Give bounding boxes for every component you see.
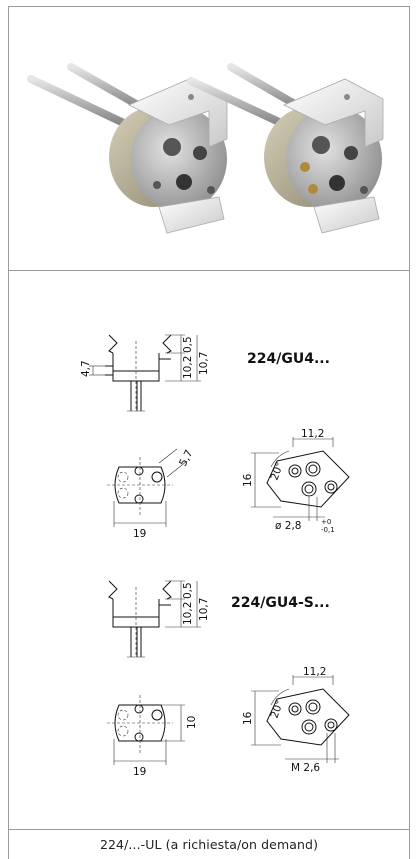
dim-16-bottom: 16 xyxy=(242,711,254,725)
lampholder-photo-right xyxy=(187,63,384,234)
dim-10-7-top: 10,7 xyxy=(198,352,210,375)
footer-note: 224/...-UL (a richiesta/on demand) xyxy=(8,829,410,859)
dim-20deg-top: 20° xyxy=(269,460,287,482)
base-view-drawing-bottom xyxy=(107,695,185,765)
footer-text: 224/...-UL (a richiesta/on demand) xyxy=(99,837,319,852)
dim-19-top: 19 xyxy=(133,528,146,540)
dim-10-2-top: 10,2 xyxy=(182,356,194,379)
dim-5-7-top: 5,7 xyxy=(177,448,195,468)
dim-4-7-top: 4,7 xyxy=(80,360,92,377)
product-photo-panel xyxy=(8,6,410,271)
dim-10-2-bottom: 10,2 xyxy=(182,602,194,625)
dim-0-5-bottom: 0,5 xyxy=(182,582,194,599)
technical-drawings: 0,5 10,2 10,7 4,7 224/GU4... 5, xyxy=(80,334,350,778)
model-label-bottom: 224/GU4-S... xyxy=(231,595,330,611)
dim-10-7-bottom: 10,7 xyxy=(198,598,210,621)
dim-0-5-top: 0,5 xyxy=(182,336,194,353)
dim-tol-minus-top: -0,1 xyxy=(321,526,335,534)
contact-view-drawing-bottom xyxy=(251,675,350,763)
dim-11-2-top: 11,2 xyxy=(301,428,324,440)
technical-drawings-panel: 0,5 10,2 10,7 4,7 224/GU4... 5, xyxy=(8,270,410,830)
dim-diameter-top: ø 2,8 xyxy=(275,520,301,532)
dim-20deg-bottom: 20° xyxy=(269,698,287,720)
dim-tol-plus-top: +0 xyxy=(321,518,331,526)
dim-16-top: 16 xyxy=(242,473,254,487)
side-view-drawing-bottom xyxy=(108,580,201,658)
dim-19-bottom: 19 xyxy=(133,766,146,778)
model-label-top: 224/GU4... xyxy=(247,351,330,367)
contact-view-drawing-top xyxy=(251,437,350,521)
dim-m2-6-bottom: M 2,6 xyxy=(291,762,320,774)
product-photo xyxy=(27,63,384,234)
dim-10-bottom: 10 xyxy=(186,716,198,729)
dim-11-2-bottom: 11,2 xyxy=(303,666,326,678)
side-view-drawing-top xyxy=(89,334,201,412)
base-view-drawing-top xyxy=(107,448,188,527)
lampholder-photo-left xyxy=(27,63,228,234)
